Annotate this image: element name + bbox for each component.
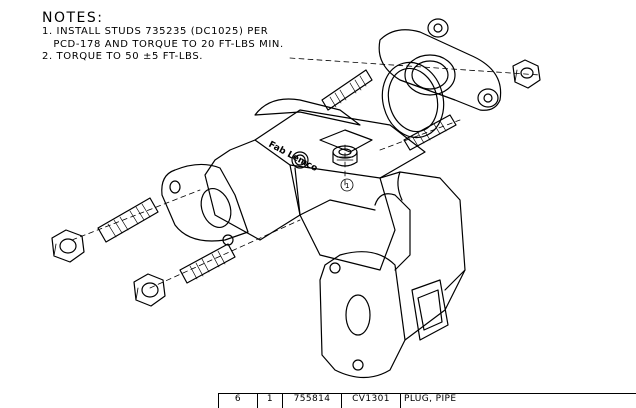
callout-label: 1 [345, 182, 349, 190]
bom-description: PLUG, PIPE [404, 394, 457, 404]
bom-part-number: 755814 [283, 394, 342, 408]
bom-reference: CV1301 [342, 394, 401, 408]
hex-nut-left [51, 229, 85, 263]
notes-block: NOTES: 1. INSTALL STUDS 735235 (DC1025) … [42, 10, 284, 64]
note-line-1: 1. INSTALL STUDS 735235 (DC1025) PER [42, 26, 269, 37]
callout-balloon: 1 [340, 178, 354, 192]
note-line-3: 2. TORQUE TO 50 ±5 FT-LBS. [42, 51, 204, 62]
note-line-2: PCD-178 AND TORQUE TO 20 FT-LBS MIN. [42, 38, 284, 50]
o-ring [381, 61, 445, 139]
valve-body [161, 98, 466, 379]
flange-cover [378, 18, 502, 111]
stud-right [403, 114, 457, 151]
stud-left [97, 197, 159, 243]
center-lines [71, 57, 541, 289]
hex-nut-upper-right [512, 59, 541, 89]
pipe-plug [332, 145, 358, 167]
stud-lower-left [179, 243, 236, 284]
bom-qty: 1 [258, 394, 283, 408]
bill-of-materials-row: 6 1 755814 CV1301 PLUG, PIPE [218, 393, 636, 408]
stud-upper-left [321, 69, 373, 111]
notes-title: NOTES: [42, 10, 104, 26]
casting-marking: Fab Lemco [267, 140, 319, 174]
hex-nut-lower-left [133, 273, 166, 307]
bom-item: 6 [219, 394, 258, 408]
